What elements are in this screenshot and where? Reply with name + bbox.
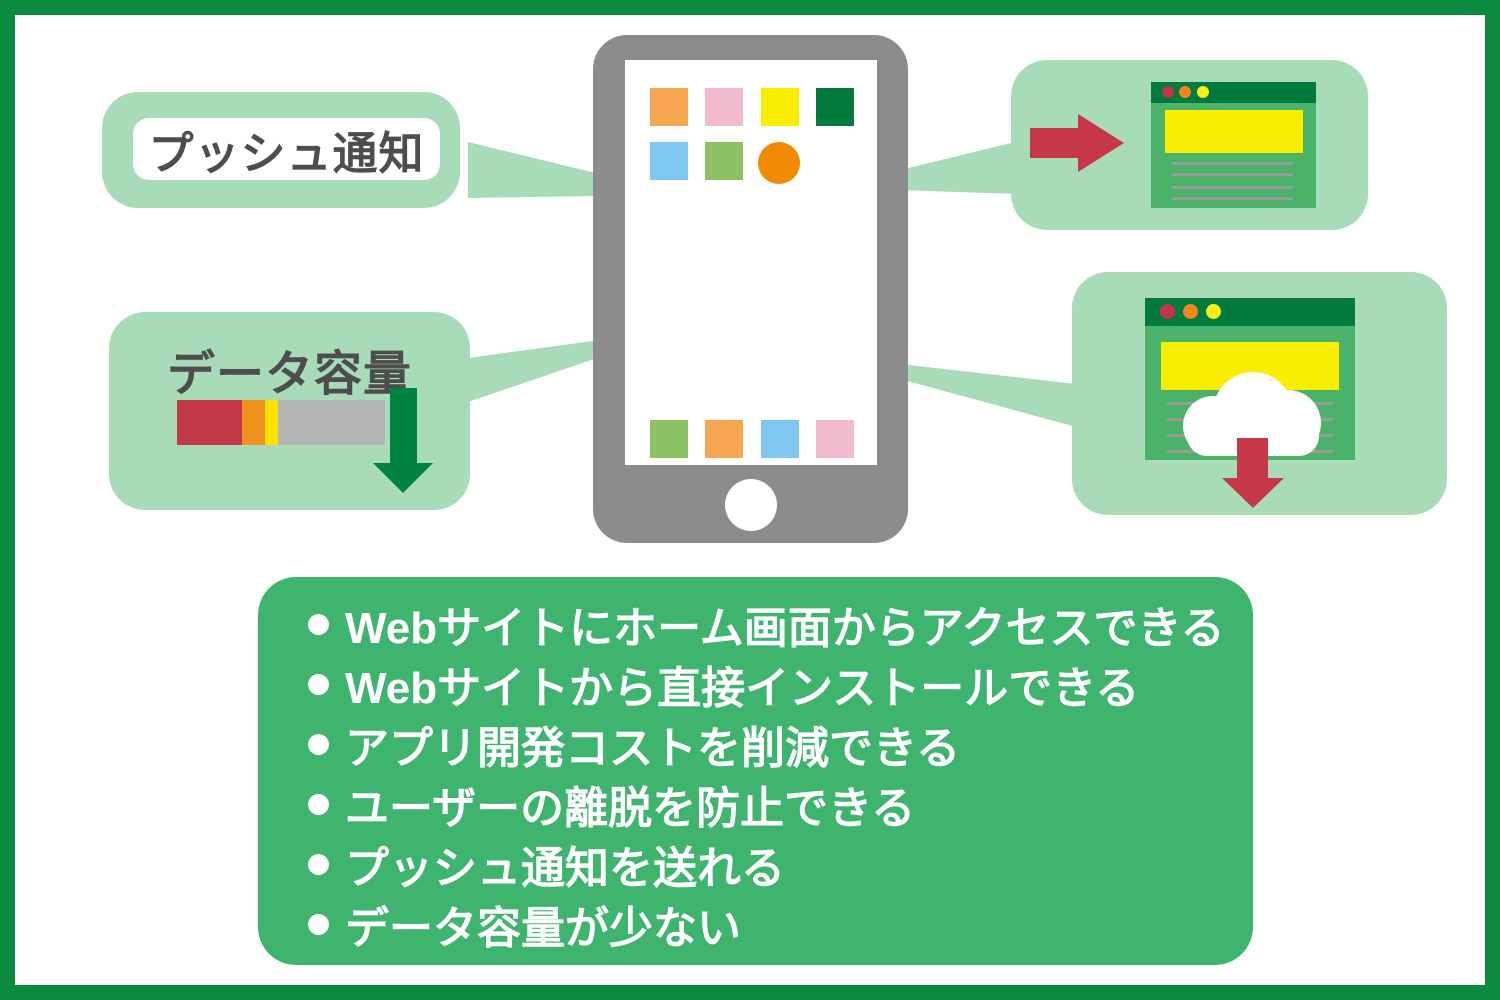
download-arrow-shaft xyxy=(1237,438,1268,478)
benefits-panel: Webサイトにホーム画面からアクセスできる Webサイトから直接インストールできる… xyxy=(258,577,1253,965)
window-dot-red-icon xyxy=(1160,304,1175,319)
window-dot-orange-icon xyxy=(1183,304,1198,319)
browser-text-line xyxy=(1172,173,1293,176)
connector-push-to-phone xyxy=(468,142,600,198)
app-icon-circle xyxy=(758,142,800,184)
bullet-icon xyxy=(308,613,329,635)
home-button xyxy=(725,479,777,531)
window-dot-yellow-icon xyxy=(1197,86,1209,98)
browser-text-line xyxy=(1172,162,1293,165)
download-arrow-head xyxy=(1222,478,1284,508)
phone-screen xyxy=(625,60,877,465)
benefit-item: Webサイトにホーム画面からアクセスできる xyxy=(308,594,1253,654)
push-arrow-shaft xyxy=(1030,128,1078,158)
benefit-text: プッシュ通知を送れる xyxy=(345,844,785,893)
bar-segment xyxy=(242,400,265,445)
app-icon xyxy=(761,420,799,458)
window-dot-orange-icon xyxy=(1179,86,1191,98)
bullet-icon xyxy=(308,793,329,815)
benefit-item: ユーザーの離脱を防止できる xyxy=(308,774,1253,834)
browser-titlebar xyxy=(1151,82,1316,103)
app-icon xyxy=(705,420,743,458)
benefit-text: ユーザーの離脱を防止できる xyxy=(345,784,916,833)
app-icon xyxy=(761,88,799,126)
benefit-text: アプリ開発コストを削減できる xyxy=(345,724,961,773)
browser-text-line xyxy=(1172,186,1293,189)
app-icon xyxy=(650,88,688,126)
smartphone xyxy=(593,35,908,543)
bar-segment xyxy=(265,400,278,445)
push-label-box: プッシュ通知 xyxy=(133,118,440,180)
bullet-icon xyxy=(308,913,329,935)
decrease-arrow-shaft xyxy=(390,388,417,464)
browser-hero-banner xyxy=(1165,110,1303,153)
callout-push-notification: プッシュ通知 xyxy=(102,92,460,208)
benefit-item: アプリ開発コストを削減できる xyxy=(308,714,1253,774)
app-icon xyxy=(705,88,743,126)
browser-titlebar xyxy=(1145,298,1355,326)
data-usage-bar xyxy=(177,400,385,445)
benefit-item: プッシュ通知を送れる xyxy=(308,834,1253,894)
bar-segment xyxy=(278,400,385,445)
decrease-arrow-icon xyxy=(109,312,470,510)
panel-push-browser xyxy=(1011,60,1368,230)
push-arrow-head xyxy=(1078,114,1124,172)
data-capacity-label: データ容量 xyxy=(166,348,412,401)
benefit-text: データ容量が少ない xyxy=(345,904,741,953)
app-icon xyxy=(816,420,854,458)
window-dot-yellow-icon xyxy=(1206,304,1221,319)
bullet-icon xyxy=(308,853,329,875)
benefit-item: データ容量が少ない xyxy=(308,894,1253,954)
app-icon xyxy=(816,88,854,126)
connector-phone-to-install-panel xyxy=(900,364,1076,427)
panel-install-browser xyxy=(1072,272,1447,515)
bar-segment xyxy=(177,400,242,445)
push-label: プッシュ通知 xyxy=(148,127,425,179)
decrease-arrow-head xyxy=(373,463,433,493)
browser-window xyxy=(1151,82,1316,208)
bullet-icon xyxy=(308,733,329,755)
bullet-icon xyxy=(308,673,329,695)
browser-text-line xyxy=(1172,197,1293,200)
callout-data-capacity: データ容量 xyxy=(109,312,470,510)
benefit-item: Webサイトから直接インストールできる xyxy=(308,654,1253,714)
app-icon xyxy=(705,142,743,180)
connector-data-to-phone xyxy=(468,340,600,402)
connector-phone-to-push-panel xyxy=(900,142,1015,194)
app-icon xyxy=(650,420,688,458)
benefit-text: Webサイトから直接インストールできる xyxy=(345,664,1140,713)
benefit-text: Webサイトにホーム画面からアクセスできる xyxy=(345,604,1225,653)
window-dot-red-icon xyxy=(1162,86,1174,98)
app-icon xyxy=(650,142,688,180)
